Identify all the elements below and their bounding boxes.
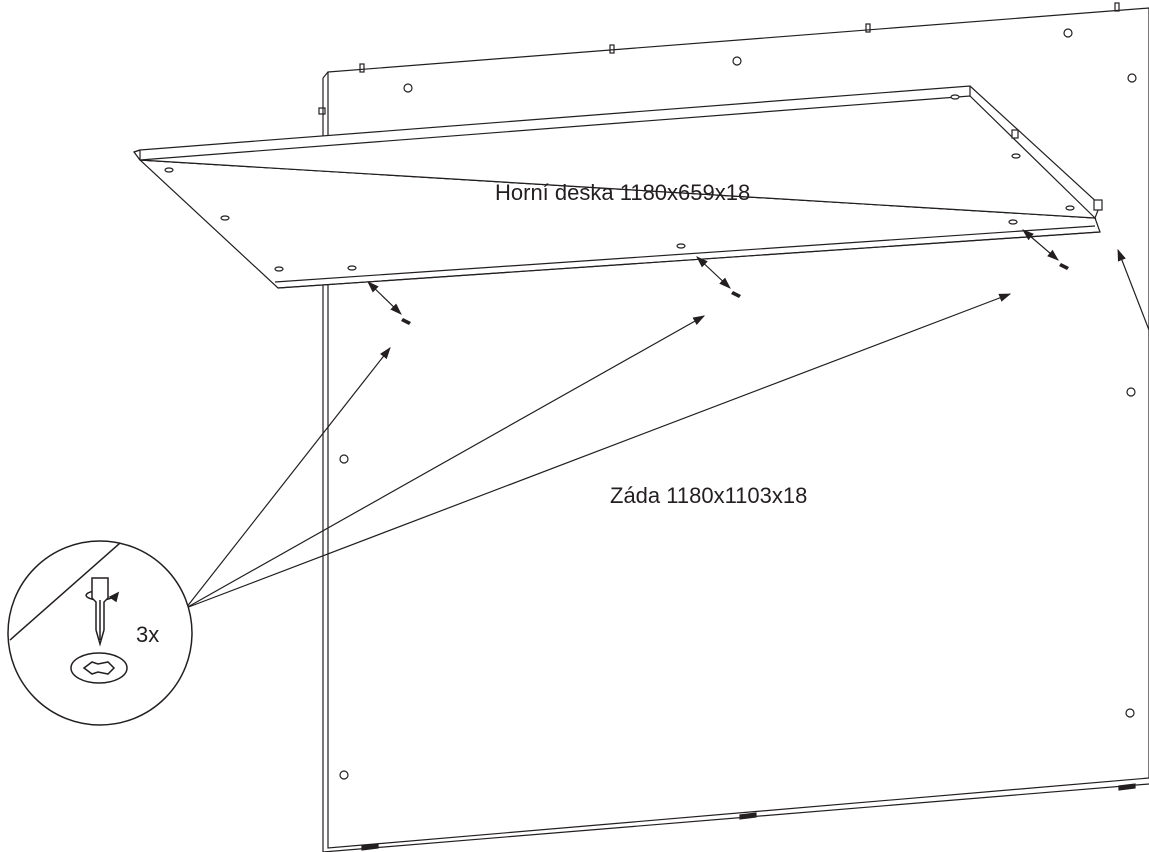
screwdriver-icon [91, 577, 109, 647]
cam-lock-icon [70, 652, 128, 684]
leader-arrows [185, 248, 1149, 609]
insertion-arrows [367, 229, 1059, 315]
screw-count-label: 3x [136, 622, 160, 647]
top-panel-label: Horní deska 1180x659x18 [495, 180, 751, 205]
top-panel [133, 85, 1103, 289]
screw [401, 263, 1069, 325]
back-panel-label: Záda 1180x1103x18 [610, 483, 808, 508]
detail-circle [7, 540, 193, 726]
